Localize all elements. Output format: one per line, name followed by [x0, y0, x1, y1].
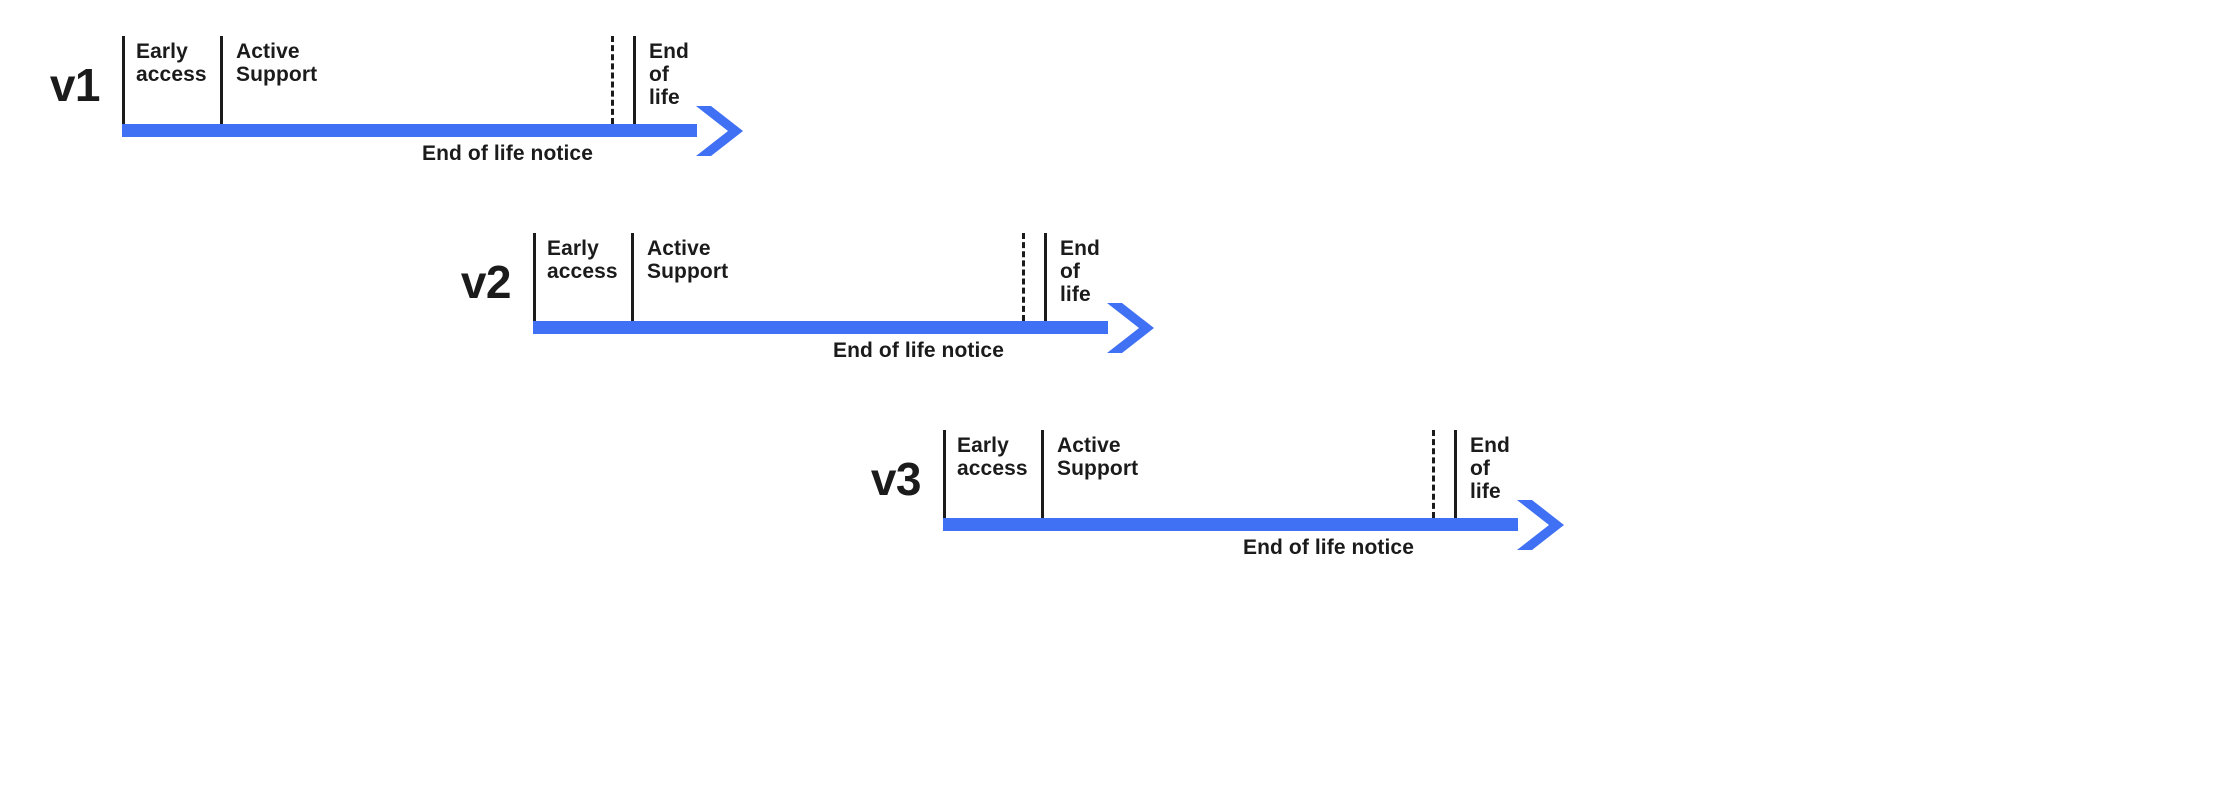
phase-divider-early-active [1041, 430, 1044, 518]
phase-divider-start [122, 36, 125, 124]
phase-label-active-support: Active Support [1057, 434, 1139, 481]
end-of-life-notice-label: End of life notice [1243, 536, 1414, 559]
phase-divider-start [943, 430, 946, 518]
phase-label-early-access: Early access [547, 237, 618, 284]
phase-label-end-of-life: End of life [1060, 237, 1100, 307]
phase-divider-active-eol [633, 36, 636, 124]
version-label-v2: v2 [460, 256, 512, 308]
lifecycle-bar [943, 518, 1518, 531]
version-label-v1: v1 [49, 59, 101, 111]
end-of-life-notice-label: End of life notice [422, 142, 593, 165]
phase-label-early-access: Early access [136, 40, 207, 87]
eol-notice-marker [1432, 430, 1435, 518]
arrow-right-icon [1509, 496, 1569, 554]
phase-label-active-support: Active Support [236, 40, 318, 87]
phase-divider-active-eol [1044, 233, 1047, 321]
phase-label-early-access: Early access [957, 434, 1028, 481]
phase-label-active-support: Active Support [647, 237, 729, 284]
version-label-v3: v3 [870, 453, 922, 505]
arrow-right-icon [688, 102, 748, 160]
phase-divider-early-active [220, 36, 223, 124]
phase-divider-early-active [631, 233, 634, 321]
arrow-right-icon [1099, 299, 1159, 357]
eol-notice-marker [1022, 233, 1025, 321]
phase-label-end-of-life: End of life [649, 40, 689, 110]
phase-divider-start [533, 233, 536, 321]
lifecycle-bar [122, 124, 697, 137]
end-of-life-notice-label: End of life notice [833, 339, 1004, 362]
lifecycle-bar [533, 321, 1108, 334]
eol-notice-marker [611, 36, 614, 124]
phase-divider-active-eol [1454, 430, 1457, 518]
phase-label-end-of-life: End of life [1470, 434, 1510, 504]
